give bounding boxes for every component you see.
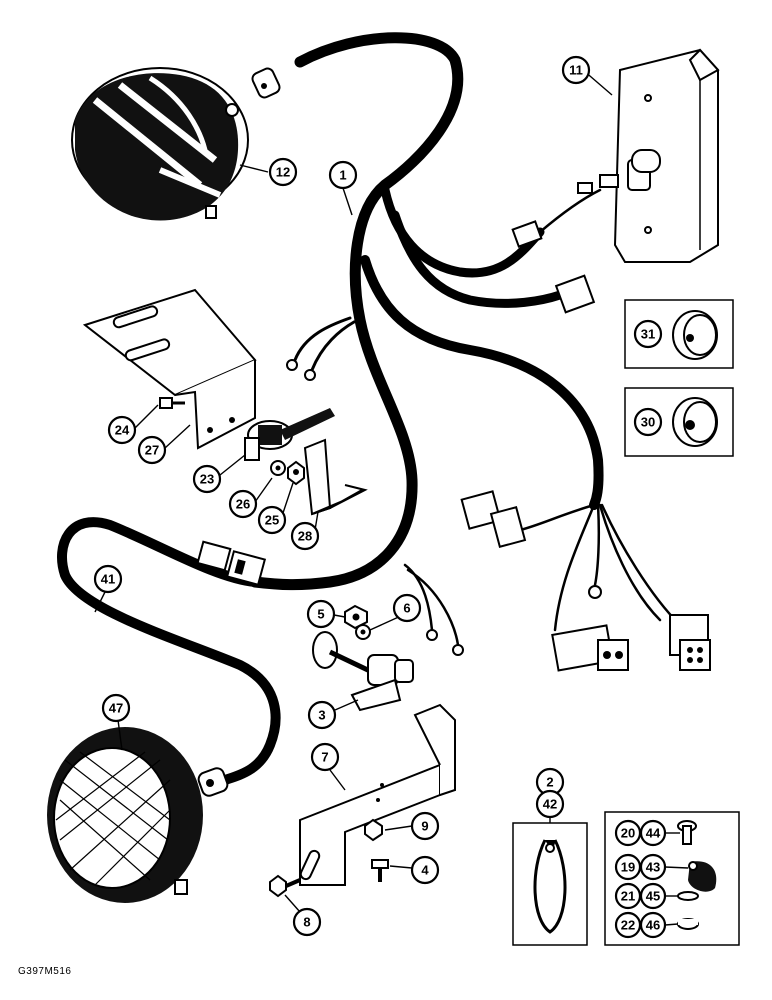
svg-text:20: 20 (621, 826, 635, 841)
switch-3 (312, 631, 414, 712)
callout-2: 2 (535, 767, 565, 797)
svg-text:28: 28 (298, 529, 312, 544)
svg-text:41: 41 (101, 572, 115, 587)
callout-6: 6 (392, 593, 422, 623)
svg-text:31: 31 (641, 327, 655, 342)
lamp-mounting-bracket (82, 288, 257, 450)
svg-text:25: 25 (265, 513, 279, 528)
callout-8: 8 (292, 907, 322, 937)
callout-9: 9 (410, 811, 440, 841)
ring-terminals (286, 359, 602, 656)
svg-text:42: 42 (543, 797, 557, 812)
front-flood-lamp (47, 727, 229, 903)
callout-19: 19 (614, 853, 642, 881)
svg-text:6: 6 (403, 601, 410, 616)
svg-text:23: 23 (200, 472, 214, 487)
leader-lines (94, 69, 613, 913)
cable-strap-box (512, 822, 588, 946)
callout-11: 11 (561, 55, 591, 85)
callout-27: 27 (137, 435, 167, 465)
svg-text:45: 45 (646, 889, 660, 904)
control-box (577, 48, 720, 263)
callout-22: 22 (614, 911, 642, 939)
harness-end-connector (251, 67, 281, 99)
svg-text:24: 24 (115, 423, 130, 438)
svg-text:2: 2 (546, 775, 553, 790)
callout-46: 46 (639, 911, 667, 939)
lockwasher-6 (355, 624, 371, 640)
screw-4 (371, 859, 389, 882)
callout-31: 31 (633, 319, 663, 349)
callout-44: 44 (639, 819, 667, 847)
svg-text:19: 19 (621, 860, 635, 875)
svg-text:7: 7 (321, 750, 328, 765)
svg-text:47: 47 (109, 701, 123, 716)
svg-text:1: 1 (339, 168, 346, 183)
svg-text:30: 30 (641, 415, 655, 430)
callout-3: 3 (307, 700, 337, 730)
callout-30: 30 (633, 407, 663, 437)
bracket-28 (303, 438, 368, 516)
bracket-7 (299, 703, 456, 886)
callout-26: 26 (228, 489, 258, 519)
svg-text:4: 4 (421, 863, 429, 878)
svg-text:9: 9 (421, 819, 428, 834)
hardware-leaders (664, 832, 689, 926)
svg-text:3: 3 (318, 708, 325, 723)
callout-1: 1 (328, 160, 358, 190)
grommet-31-box (624, 299, 734, 369)
callout-5: 5 (306, 599, 336, 629)
callout-45: 45 (639, 882, 667, 910)
callout-28: 28 (290, 521, 320, 551)
switch-23 (244, 408, 335, 461)
callout-25: 25 (257, 505, 287, 535)
inline-connector (196, 540, 267, 586)
svg-text:11: 11 (569, 63, 583, 78)
callout-24: 24 (107, 415, 137, 445)
svg-text:5: 5 (317, 607, 324, 622)
callout-20: 20 (614, 819, 642, 847)
svg-text:43: 43 (646, 860, 660, 875)
svg-text:46: 46 (646, 918, 660, 933)
svg-text:8: 8 (303, 915, 310, 930)
rear-work-lamp (71, 67, 249, 221)
nut-5 (344, 604, 368, 630)
svg-text:44: 44 (646, 826, 661, 841)
callout-21: 21 (614, 882, 642, 910)
callout-43: 43 (639, 853, 667, 881)
drawing-code: G397M516 (18, 966, 72, 977)
callout-41: 41 (93, 564, 123, 594)
svg-text:22: 22 (621, 918, 635, 933)
branch-connectors (460, 220, 711, 672)
washer-26 (270, 460, 286, 476)
bolt-24 (159, 397, 185, 409)
callout-42: 42 (535, 789, 565, 819)
callout-23: 23 (192, 464, 222, 494)
nut-25 (287, 460, 305, 486)
nut-9 (364, 818, 383, 842)
svg-text:12: 12 (276, 165, 290, 180)
svg-text:27: 27 (145, 443, 159, 458)
svg-text:21: 21 (621, 889, 635, 904)
callout-47: 47 (101, 693, 131, 723)
svg-text:26: 26 (236, 497, 250, 512)
wiring-harness (57, 32, 682, 785)
callout-4: 4 (410, 855, 440, 885)
callout-7: 7 (310, 742, 340, 772)
callout-12: 12 (268, 157, 298, 187)
bolt-8 (269, 874, 301, 898)
